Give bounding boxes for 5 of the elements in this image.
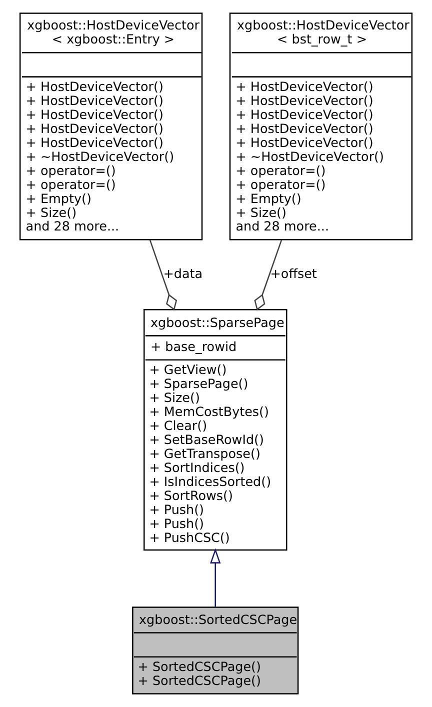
connector [149, 240, 178, 310]
connector [254, 240, 282, 310]
edge-label: +offset [270, 266, 317, 281]
edge-label: +data [163, 266, 203, 281]
arrow [210, 548, 221, 607]
